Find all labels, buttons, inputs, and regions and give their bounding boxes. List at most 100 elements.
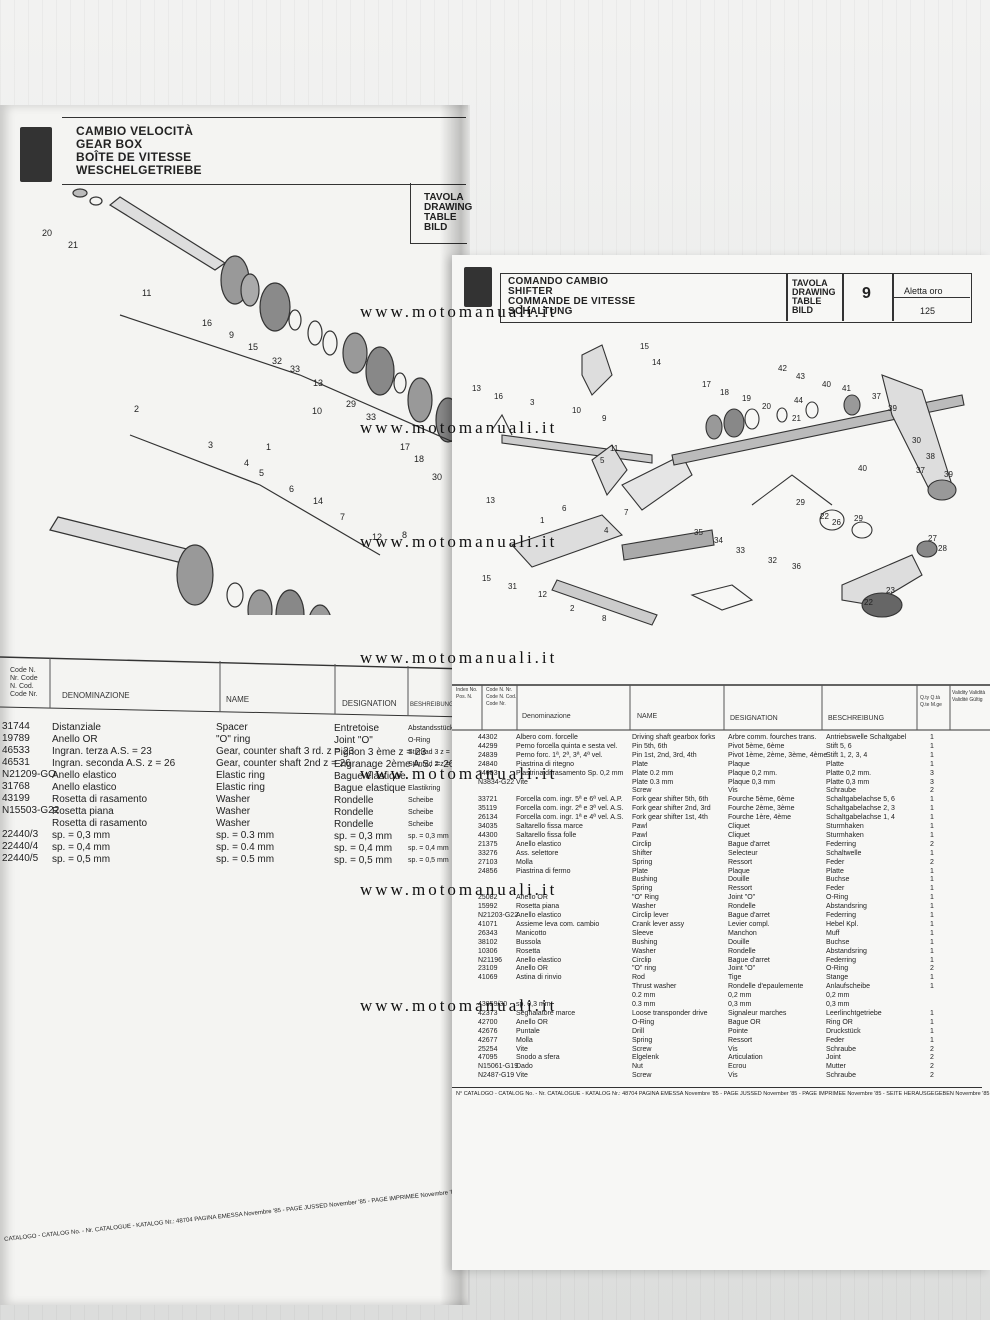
right-table-cell-it: Puntale bbox=[516, 1027, 540, 1035]
part-callout: 23 bbox=[886, 586, 895, 595]
right-table-cell-de: Platte 0,3 mm bbox=[826, 778, 870, 786]
right-table-cell-code: 33721 bbox=[478, 796, 498, 804]
left-table-cell-it: sp. = 0,5 mm bbox=[52, 853, 111, 865]
right-table-cell-q: 1 bbox=[930, 742, 934, 750]
right-table-cell-en: Plate bbox=[632, 760, 648, 768]
left-table-cell-de: O-Ring bbox=[408, 737, 431, 745]
right-table-cell-code: 43859/30 bbox=[478, 1001, 508, 1008]
right-table-cell-code: 42373 bbox=[478, 1009, 498, 1017]
right-footer-rule bbox=[452, 1087, 982, 1088]
right-table-cell-de: Antriebswelle Schaltgabel bbox=[826, 734, 907, 741]
right-table-cell-it: Anello OR bbox=[516, 1018, 548, 1026]
right-table-cell-it: Segnalatore marce bbox=[516, 1009, 576, 1017]
left-table-cell-code: 22440/4 bbox=[2, 841, 39, 852]
right-table-cell-fr: Signaleur marches bbox=[728, 1009, 787, 1017]
watermark-text: www.motomanuali.it bbox=[360, 880, 558, 899]
part-callout: 6 bbox=[289, 484, 295, 494]
part-callout: 14 bbox=[652, 358, 661, 367]
brand-logo-icon bbox=[20, 127, 52, 182]
part-callout: 9 bbox=[229, 330, 235, 340]
right-table-cell-en: Thrust washer bbox=[632, 983, 677, 991]
left-col-code: Code N. Nr. Code N. Cod. Code Nr. bbox=[10, 667, 38, 698]
right-table-cell-de: Platte bbox=[826, 867, 844, 875]
watermark-text: www.motomanuali.it bbox=[360, 302, 558, 321]
part-callout: 38 bbox=[926, 452, 935, 461]
part-callout: 29 bbox=[796, 498, 805, 507]
right-table-cell-en: Fork gear shifter 5th, 6th bbox=[632, 796, 709, 804]
left-table-cell-it: Anello OR bbox=[52, 733, 98, 745]
right-table-cell-de: Ring OR bbox=[826, 1018, 853, 1026]
left-table-cell-it: sp. = 0,4 mm bbox=[52, 841, 111, 853]
left-table-cell-code: 43199 bbox=[2, 793, 30, 804]
right-table-cell-de: Buchse bbox=[826, 876, 850, 884]
right-table-cell-q: 1 bbox=[930, 814, 934, 822]
right-table-cell-it: Piastrina di ritegno bbox=[516, 760, 574, 768]
part-callout: 21 bbox=[68, 240, 79, 250]
left-header-title: CAMBIO VELOCITÀ GEAR BOX BOÎTE DE VITESS… bbox=[76, 124, 202, 177]
right-table-cell-de: Abstandsring bbox=[826, 903, 867, 911]
right-table-cell-fr: Manchon bbox=[728, 929, 757, 937]
right-table-cell-fr: Douille bbox=[728, 938, 750, 946]
left-col-designation: DESIGNATION bbox=[342, 699, 397, 708]
left-table-cell-it: Ingran. terza A.S. = 23 bbox=[52, 745, 152, 757]
left-table-cell-fr: Bague elastique bbox=[334, 782, 406, 794]
right-table-cell-it: Perno forcella quinta e sesta vel. bbox=[516, 742, 618, 750]
right-table-cell-fr: Plaque 0,2 mm. bbox=[728, 769, 778, 777]
right-table-cell-en: 0.2 mm bbox=[632, 992, 656, 1000]
left-table-cell-code: 22440/3 bbox=[2, 829, 39, 840]
right-table-cell-en: Pin 5th, 6th bbox=[632, 742, 668, 750]
right-table-cell-fr: Plaque bbox=[728, 760, 750, 768]
right-table-cell-it: Piastrina di fermo bbox=[516, 867, 571, 875]
part-callout: 20 bbox=[762, 402, 771, 411]
right-table-cell-q: 2 bbox=[930, 1045, 934, 1053]
right-header-divider bbox=[892, 297, 970, 298]
left-table-cell-en: Gear, counter shaft 3 rd. z = 23 bbox=[216, 746, 355, 758]
right-table-cell-de: Feder bbox=[826, 858, 845, 866]
right-table-cell-it: Vite bbox=[516, 778, 528, 786]
left-table-cell-en: Spacer bbox=[216, 722, 248, 734]
left-table-cell-it: sp. = 0,3 mm bbox=[52, 829, 111, 841]
left-table-cell-en: Washer bbox=[216, 794, 251, 806]
right-table-cell-fr: Plaque bbox=[728, 867, 750, 875]
right-table-cell-it: Anello elastico bbox=[516, 956, 562, 964]
right-col-designation: DESIGNATION bbox=[730, 715, 778, 722]
right-table-cell-q: 1 bbox=[930, 1036, 934, 1044]
part-callout: 3 bbox=[208, 440, 214, 450]
left-table-cell-fr: sp. = 0,4 mm bbox=[334, 842, 393, 854]
right-table-cell-en: Circlip bbox=[632, 840, 652, 848]
part-callout: 2 bbox=[570, 604, 575, 613]
part-callout: 37 bbox=[872, 392, 881, 401]
right-table-cell-it: Bussola bbox=[516, 938, 541, 946]
part-callout: 3 bbox=[530, 398, 535, 407]
right-table-cell-fr: Pointe bbox=[728, 1027, 748, 1035]
right-table-cell-it: Forcella com. ingr. 1ª e 4ª vel. A.S. bbox=[516, 814, 624, 822]
right-table-cell-it: Vite bbox=[516, 1045, 528, 1053]
left-table-cell-code: 19789 bbox=[2, 733, 30, 744]
right-col-name: NAME bbox=[637, 713, 658, 720]
part-callout: 18 bbox=[720, 388, 729, 397]
right-table-cell-en: Spring bbox=[632, 1036, 653, 1044]
left-tavola-labels: TAVOLA DRAWING TABLE BILD bbox=[424, 193, 472, 233]
right-table-cell-code: N21203-G22 bbox=[478, 912, 519, 919]
right-table-cell-en: Circlip lever bbox=[632, 912, 669, 919]
right-table-cell-de: Feder bbox=[826, 885, 845, 893]
part-callout: 39 bbox=[944, 470, 953, 479]
right-table-cell-de: Druckstück bbox=[826, 1027, 861, 1035]
part-callout: 26 bbox=[832, 518, 841, 527]
right-table-cell-code: 25082 bbox=[478, 894, 498, 902]
left-table-cell-fr: Bague élastique bbox=[334, 770, 406, 782]
right-table-cell-en: Pawl bbox=[632, 823, 648, 830]
left-col-beshreibung: BESHREIBUNG bbox=[410, 702, 454, 708]
right-table-cell-de: Federring bbox=[826, 840, 856, 848]
left-table-cell-en: sp. = 0.4 mm bbox=[216, 842, 275, 854]
part-callout: 42 bbox=[778, 364, 787, 373]
right-table-cell-q: 1 bbox=[930, 929, 934, 937]
right-table-cell-de: Buchse bbox=[826, 938, 850, 946]
part-callout: 10 bbox=[312, 406, 323, 416]
right-table-cell-fr: Joint "O" bbox=[728, 965, 756, 973]
right-table-cell-q: 2 bbox=[930, 858, 934, 866]
left-table-cell-en: sp. = 0.3 mm bbox=[216, 830, 275, 842]
right-table-cell-code: 42677 bbox=[478, 1036, 498, 1044]
part-callout: 22 bbox=[864, 598, 873, 607]
right-table-cell-q: 1 bbox=[930, 867, 934, 875]
